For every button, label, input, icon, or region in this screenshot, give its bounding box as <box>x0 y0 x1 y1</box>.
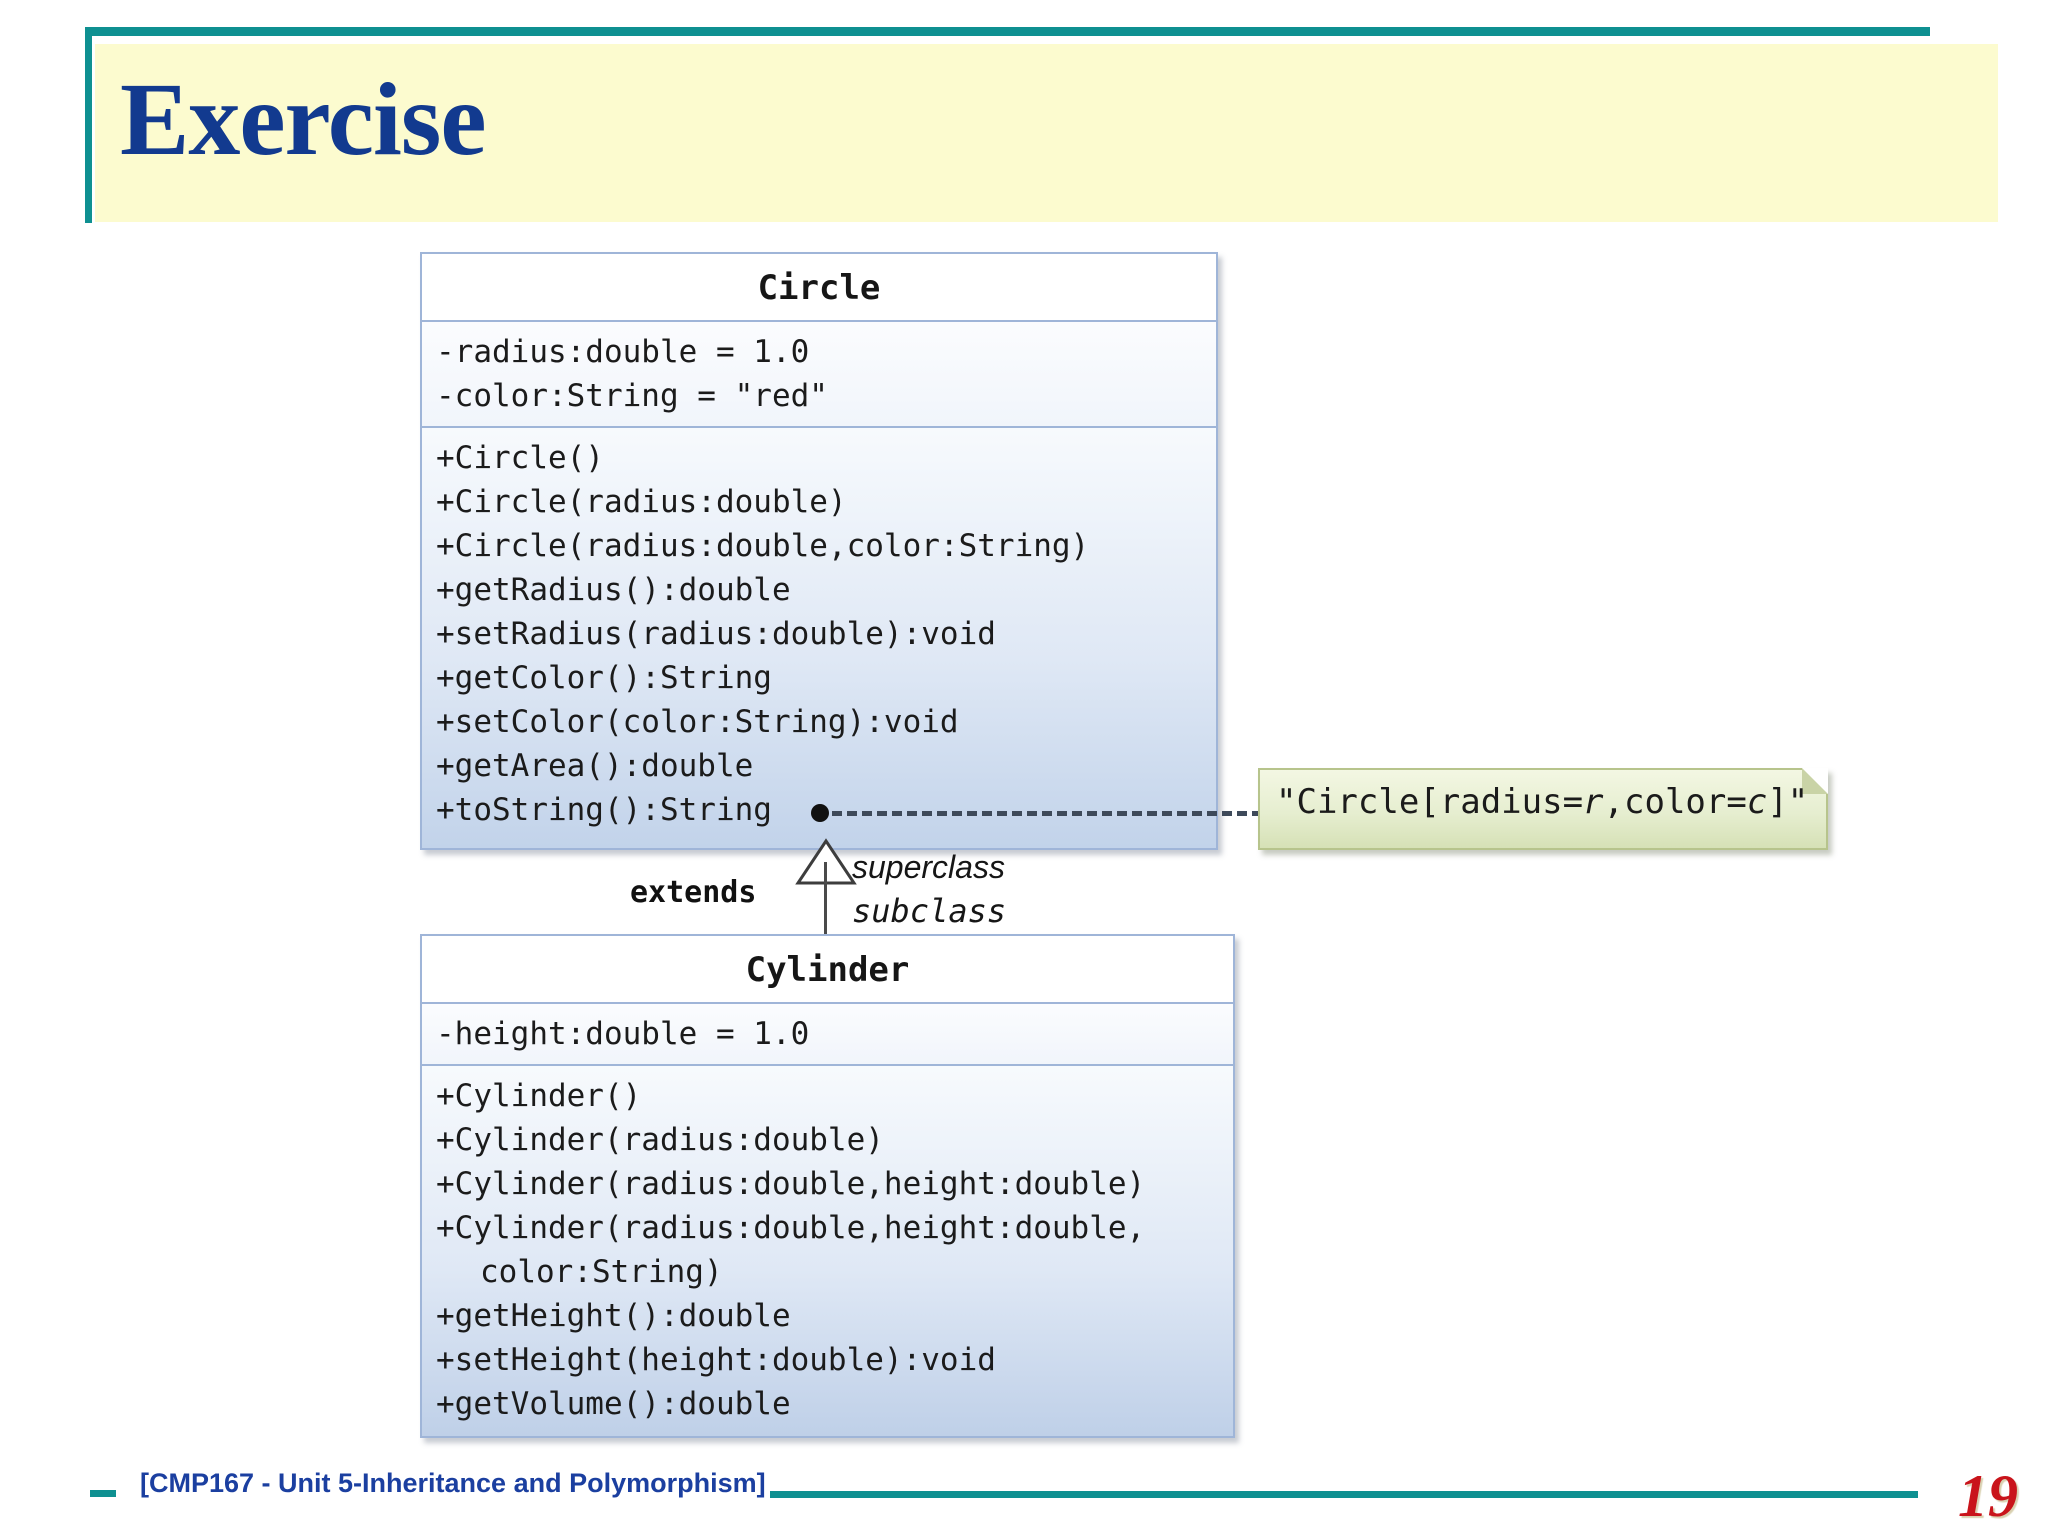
method-row: +Circle(radius:double,color:String) <box>436 528 1090 564</box>
method-row: +getArea():double <box>436 748 754 784</box>
method-row: +getHeight():double <box>436 1298 791 1334</box>
footer-accent-line <box>770 1491 1918 1498</box>
note-italic-r: r <box>1583 782 1604 822</box>
method-row: +getColor():String <box>436 660 772 696</box>
method-row: +Cylinder(radius:double,height:double) <box>436 1166 1146 1202</box>
footer-text: [CMP167 - Unit 5-Inheritance and Polymor… <box>140 1468 766 1498</box>
class-methods-cylinder: +Cylinder() +Cylinder(radius:double) +Cy… <box>422 1066 1233 1436</box>
label-extends: extends <box>630 875 757 910</box>
note-suffix: ]" <box>1767 782 1809 822</box>
class-name-cylinder: Cylinder <box>422 936 1233 1004</box>
page-number: 19 <box>1958 1463 2018 1529</box>
note-italic-c: c <box>1746 782 1768 822</box>
note-text: "Circle[radius=r,color=c]" <box>1276 782 1808 822</box>
attribute-row: -radius:double = 1.0 <box>436 334 810 370</box>
note-anchor-dot <box>811 804 829 822</box>
title-top-accent-line <box>85 27 1930 36</box>
note-dashed-connector <box>832 811 1262 816</box>
note-middle: ,color= <box>1603 782 1747 822</box>
note-prefix: "Circle[radius= <box>1276 782 1584 822</box>
method-row-continuation: color:String) <box>480 1254 723 1290</box>
uml-note-callout <box>1258 768 1828 850</box>
class-attributes-cylinder: -height:double = 1.0 <box>422 1004 1233 1066</box>
method-row: +Circle(radius:double) <box>436 484 847 520</box>
page-title: Exercise <box>120 62 486 177</box>
method-row: +setHeight(height:double):void <box>436 1342 996 1378</box>
method-row: +setRadius(radius:double):void <box>436 616 996 652</box>
class-attributes-circle: -radius:double = 1.0 -color:String = "re… <box>422 322 1216 428</box>
label-superclass: superclass <box>852 849 1005 885</box>
method-row: +getVolume():double <box>436 1386 791 1422</box>
attribute-row: -height:double = 1.0 <box>436 1016 810 1052</box>
title-left-accent-bar <box>85 27 92 223</box>
method-row: +setColor(color:String):void <box>436 704 959 740</box>
footer-dash-icon <box>90 1490 116 1497</box>
uml-class-circle: Circle -radius:double = 1.0 -color:Strin… <box>420 252 1218 850</box>
method-row: +toString():String <box>436 792 772 828</box>
attribute-row: -color:String = "red" <box>436 378 828 414</box>
note-folded-corner-icon <box>1802 768 1828 794</box>
inheritance-connector-line <box>824 862 827 936</box>
class-methods-circle: +Circle() +Circle(radius:double) +Circle… <box>422 428 1216 848</box>
title-banner <box>95 44 1998 222</box>
method-row: +Circle() <box>436 440 604 476</box>
class-name-circle: Circle <box>422 254 1216 322</box>
method-row: +Cylinder(radius:double,height:double, <box>436 1210 1146 1246</box>
uml-class-cylinder: Cylinder -height:double = 1.0 +Cylinder(… <box>420 934 1235 1438</box>
method-row: +Cylinder() <box>436 1078 642 1114</box>
method-row: +Cylinder(radius:double) <box>436 1122 884 1158</box>
label-subclass: subclass <box>852 892 1007 930</box>
method-row: +getRadius():double <box>436 572 791 608</box>
